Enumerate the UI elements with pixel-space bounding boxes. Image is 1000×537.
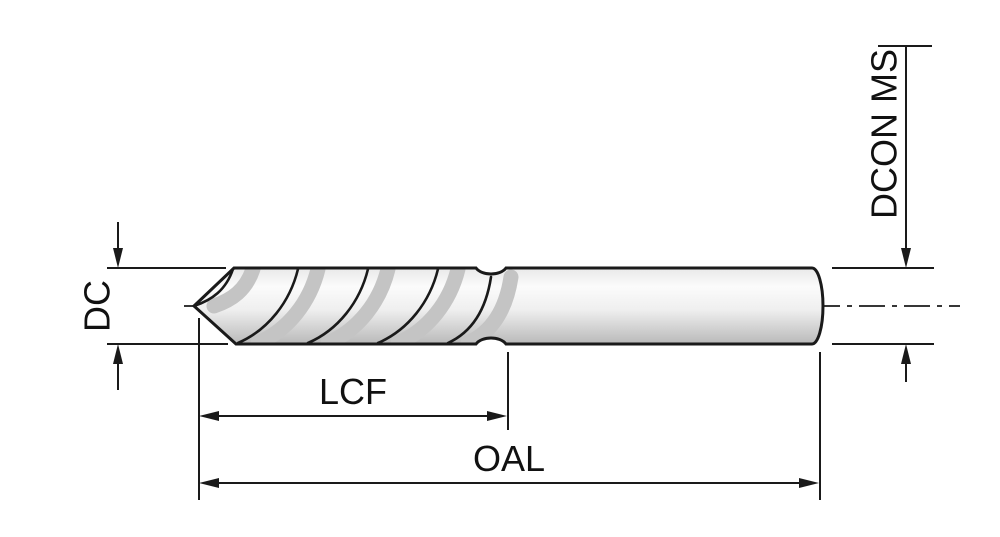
dcon-ms-label: DCON MS	[864, 49, 905, 219]
flute-shade-band	[460, 269, 519, 344]
flute-shade-band	[206, 268, 261, 314]
flute-spiral-line	[306, 267, 370, 345]
flute-shade-band	[250, 268, 326, 344]
flute-shading	[206, 268, 519, 344]
lcf-arrowhead-left-icon	[199, 411, 219, 421]
drill-tip-edge	[192, 267, 235, 308]
lcf-label: LCF	[319, 371, 387, 412]
oal-arrowhead-right-icon	[799, 478, 819, 488]
dc-arrowhead-down-icon	[113, 248, 123, 268]
dimension-oal: OAL	[199, 352, 821, 500]
dc-label: DC	[77, 280, 118, 332]
dimension-dc: DC	[77, 222, 228, 390]
lcf-arrowhead-right-icon	[487, 411, 507, 421]
oal-arrowhead-left-icon	[199, 478, 219, 488]
flute-runout-line	[446, 275, 493, 345]
oal-label: OAL	[473, 438, 545, 479]
drill-outline	[191, 266, 825, 346]
dimension-lcf: LCF	[198, 318, 509, 500]
dcon-arrowhead-down-icon	[901, 248, 911, 268]
flute-shade-band	[390, 268, 466, 344]
dc-arrowhead-up-icon	[113, 344, 123, 364]
flute-lines	[192, 267, 493, 345]
dcon-arrowhead-up-icon	[901, 344, 911, 364]
flute-shade-band	[320, 268, 396, 344]
dimension-dcon-ms: DCON MS	[832, 45, 934, 382]
drill-bit	[191, 266, 825, 346]
flute-spiral-line	[236, 267, 300, 345]
flute-spiral-line	[376, 267, 440, 345]
